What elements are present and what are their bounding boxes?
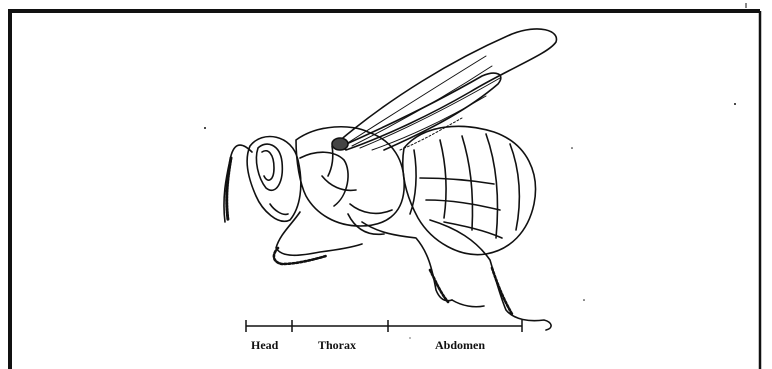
forewing xyxy=(338,29,556,150)
segment-scale-bar xyxy=(246,320,522,332)
front-leg xyxy=(276,212,362,255)
label-abdomen: Abdomen xyxy=(435,338,485,352)
hind-leg xyxy=(430,220,551,330)
abdomen xyxy=(403,126,536,254)
wing-base xyxy=(332,138,348,150)
label-head: Head xyxy=(251,338,279,352)
compound-eye xyxy=(256,144,282,190)
label-thorax: Thorax xyxy=(318,338,356,352)
wasp-illustration xyxy=(224,29,557,330)
figure-frame xyxy=(8,3,760,369)
